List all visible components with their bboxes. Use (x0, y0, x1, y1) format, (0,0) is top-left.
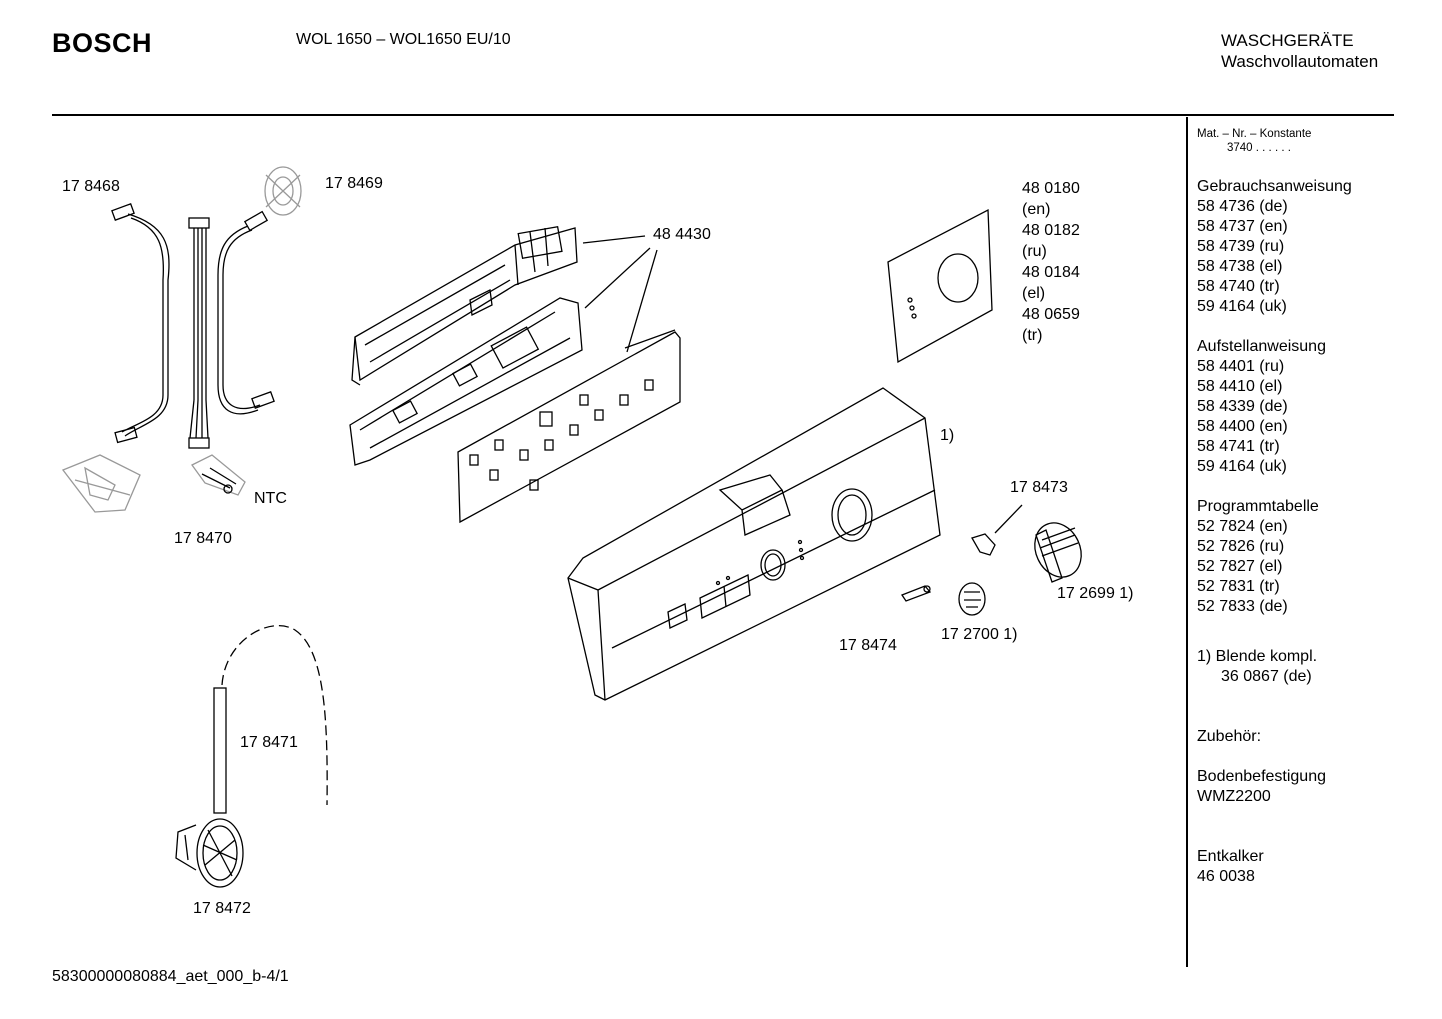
cable-harness-middle-drawing (188, 217, 210, 449)
group-aufstellanweisung: Aufstellanweisung 58 4401 (ru) 58 4410 (… (1197, 337, 1352, 477)
sidebar-divider (1186, 117, 1188, 967)
label-178471: 17 8471 (240, 734, 298, 751)
list-item: 58 4741 (tr) (1197, 438, 1280, 455)
leader-lines-484430 (582, 235, 658, 353)
label-178472: 17 8472 (193, 900, 251, 917)
category-line-1: WASCHGERÄTE (1221, 31, 1354, 50)
label-sheet-codes: 48 0180 (en) 48 0182 (ru) 48 0184 (el) 4… (1022, 178, 1080, 346)
label-480659-lang: (tr) (1022, 327, 1043, 344)
part-178474-drawing (901, 585, 932, 602)
list-item: 58 4738 (el) (1197, 258, 1283, 275)
label-178468: 17 8468 (62, 178, 120, 195)
footnote-line-1: 1) Blende kompl. (1197, 648, 1318, 665)
control-module-lower-drawing (349, 297, 583, 466)
list-item: 58 4339 (de) (1197, 398, 1288, 415)
label-484430: 48 4430 (653, 226, 711, 243)
label-172700: 17 2700 1) (941, 626, 1018, 643)
circuit-board-drawing (457, 329, 681, 524)
label-sheet-drawing (887, 208, 993, 364)
document-id: 58300000080884_aet_000_b-4/1 (52, 968, 289, 985)
model-title: WOL 1650 – WOL1650 EU/10 (296, 31, 511, 48)
category-line-2: Waschvollautomaten (1221, 52, 1379, 71)
label-panel-ref: 1) (940, 427, 955, 444)
mat-label: Mat. – Nr. – Konstante (1197, 128, 1312, 140)
accessory-1: Bodenbefestigung WMZ2200 (1197, 767, 1352, 807)
group-title: Aufstellanweisung (1197, 338, 1326, 355)
accessory-2: Entkalker 46 0038 (1197, 847, 1352, 887)
accessories-title: Zubehör: (1197, 728, 1262, 745)
label-480184-lang: (el) (1022, 285, 1046, 302)
label-480184: 48 0184 (1022, 264, 1080, 281)
list-item: 58 4736 (de) (1197, 198, 1288, 215)
accessory-name: Entkalker (1197, 848, 1264, 865)
group-gebrauchsanweisung: Gebrauchsanweisung 58 4736 (de) 58 4737 … (1197, 177, 1352, 317)
list-item: 58 4739 (ru) (1197, 238, 1285, 255)
hose-178471-drawing (213, 625, 328, 814)
list-item: 58 4737 (en) (1197, 218, 1288, 235)
control-panel-drawing (567, 387, 941, 701)
label-172699: 17 2699 1) (1057, 585, 1134, 602)
accessory-code: 46 0038 (1197, 868, 1255, 885)
list-item: 58 4410 (el) (1197, 378, 1283, 395)
accessory-code: WMZ2200 (1197, 788, 1271, 805)
list-item: 52 7833 (de) (1197, 598, 1288, 615)
label-178469: 17 8469 (325, 175, 383, 192)
label-178474: 17 8474 (839, 637, 897, 654)
ntc-sensor-drawing (191, 454, 246, 496)
mat-value: 3740 . . . . . . (1227, 142, 1291, 154)
footnote: 1) Blende kompl. 36 0867 (de) (1197, 647, 1352, 687)
list-item: 59 4164 (uk) (1197, 458, 1287, 475)
label-ntc: NTC (254, 490, 287, 507)
list-item: 58 4401 (ru) (1197, 358, 1285, 375)
label-178470: 17 8470 (174, 530, 232, 547)
group-title: Programmtabelle (1197, 498, 1319, 515)
label-480182-lang: (ru) (1022, 243, 1047, 260)
list-item: 52 7827 (el) (1197, 558, 1283, 575)
label-480659: 48 0659 (1022, 306, 1080, 323)
label-178473: 17 8473 (1010, 479, 1068, 496)
label-480180-lang: (en) (1022, 201, 1051, 218)
group-title: Gebrauchsanweisung (1197, 178, 1352, 195)
footnote-line-2: 36 0867 (de) (1221, 668, 1312, 685)
header-divider (52, 114, 1394, 116)
brand-logo: BOSCH (52, 28, 153, 58)
cable-harness-left-drawing (111, 203, 170, 444)
list-item: 52 7831 (tr) (1197, 578, 1280, 595)
label-480182: 48 0182 (1022, 222, 1080, 239)
list-item: 59 4164 (uk) (1197, 298, 1287, 315)
group-programmtabelle: Programmtabelle 52 7824 (en) 52 7826 (ru… (1197, 497, 1352, 617)
accessory-name: Bodenbefestigung (1197, 768, 1326, 785)
component-bottom-left-drawing (61, 454, 141, 513)
control-module-upper-drawing (351, 225, 578, 386)
cable-harness-right-drawing (217, 210, 275, 415)
list-item: 52 7824 (en) (1197, 518, 1288, 535)
category: WASCHGERÄTE Waschvollautomaten (1221, 30, 1378, 72)
knob-172700-drawing (958, 582, 986, 616)
component-178469-drawing (264, 166, 302, 216)
list-item: 58 4740 (tr) (1197, 278, 1280, 295)
list-item: 58 4400 (en) (1197, 418, 1288, 435)
part-178473-drawing (971, 504, 1023, 556)
knob-172699-drawing (1034, 522, 1082, 583)
sidebar: Mat. – Nr. – Konstante 3740 . . . . . . … (1197, 127, 1352, 887)
list-item: 52 7826 (ru) (1197, 538, 1285, 555)
pressure-switch-178472-drawing (175, 818, 244, 888)
label-480180: 48 0180 (1022, 180, 1080, 197)
